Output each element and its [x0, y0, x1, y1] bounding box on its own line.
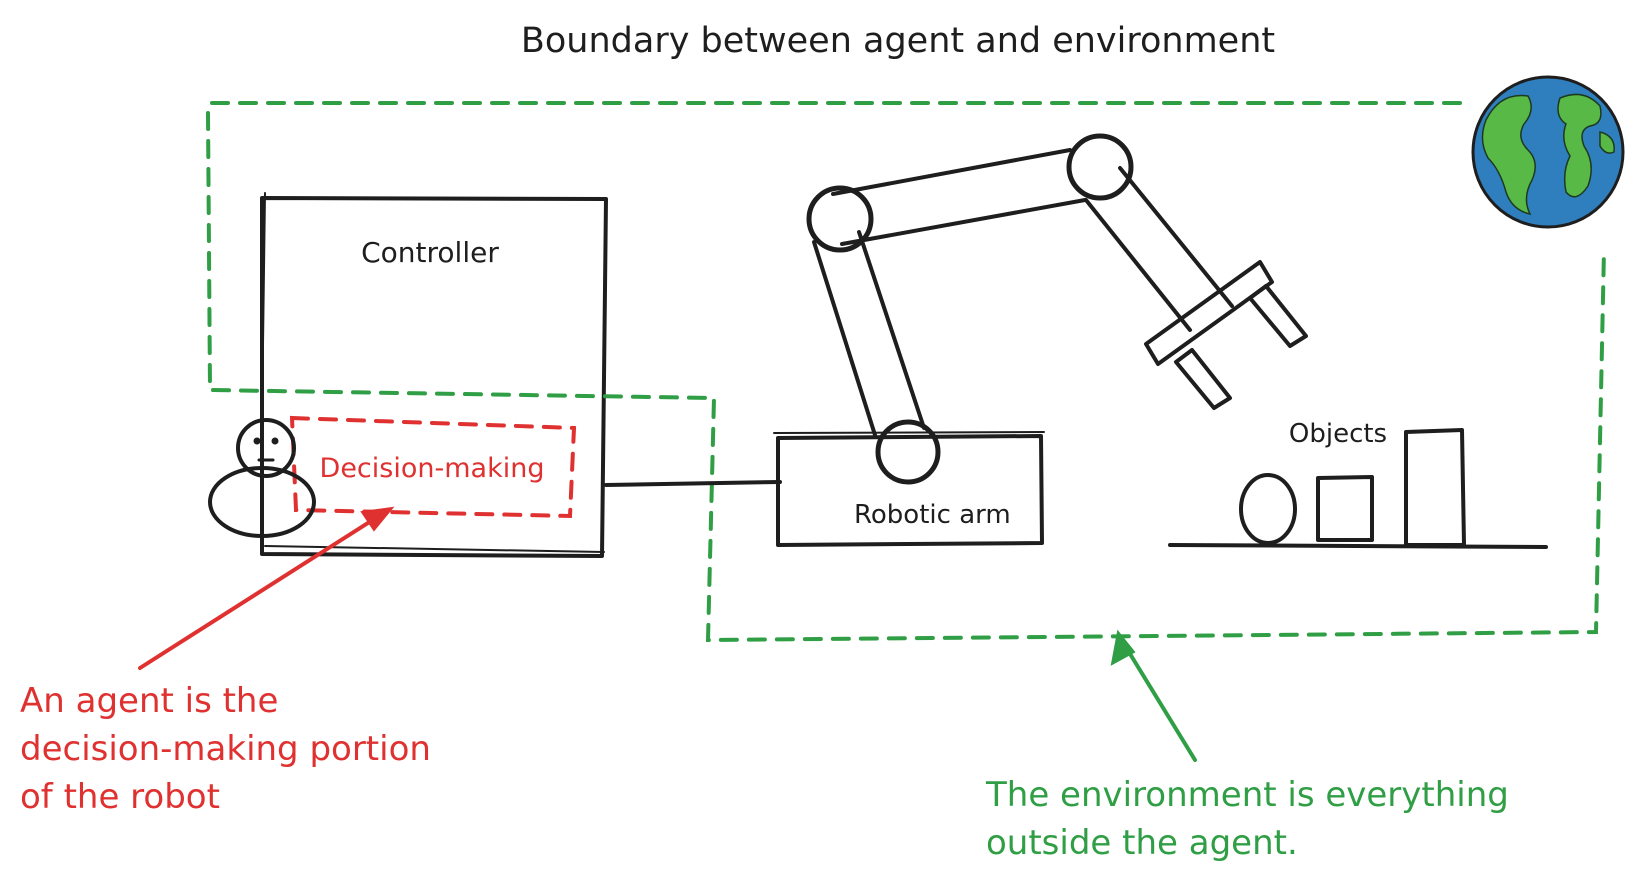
decision-making-label: Decision-making — [320, 453, 545, 484]
objects-label: Objects — [1289, 419, 1387, 449]
agent-arrow — [138, 506, 395, 670]
cylinder-object — [1404, 428, 1466, 547]
diagram-title: Boundary between agent and environment — [521, 21, 1275, 61]
box-object — [1316, 475, 1374, 542]
environment-arrow — [1110, 629, 1197, 762]
environment-boundary — [206, 101, 1606, 643]
robotic-arm: Robotic arm — [773, 133, 1308, 547]
environment-annotation: The environment is everything outside th… — [985, 775, 1509, 863]
ball-object — [1239, 473, 1297, 545]
decision-making-box: Decision-making — [289, 415, 577, 519]
globe-icon — [1471, 75, 1625, 229]
agent-annotation: An agent is the decision-making portion … — [20, 681, 431, 817]
agent-annotation-line-1: An agent is the — [20, 681, 278, 721]
controller-label: Controller — [361, 236, 499, 269]
agent-annotation-line-3: of the robot — [20, 777, 220, 817]
controller-box: Controller — [260, 192, 608, 558]
objects-group: Objects — [1168, 419, 1548, 549]
robotic-arm-label: Robotic arm — [854, 500, 1011, 530]
environment-annotation-line-2: outside the agent. — [986, 823, 1298, 863]
connection-cable — [604, 480, 782, 487]
person-icon — [208, 418, 316, 538]
environment-annotation-line-1: The environment is everything — [985, 775, 1509, 815]
agent-annotation-line-2: decision-making portion — [20, 729, 431, 769]
